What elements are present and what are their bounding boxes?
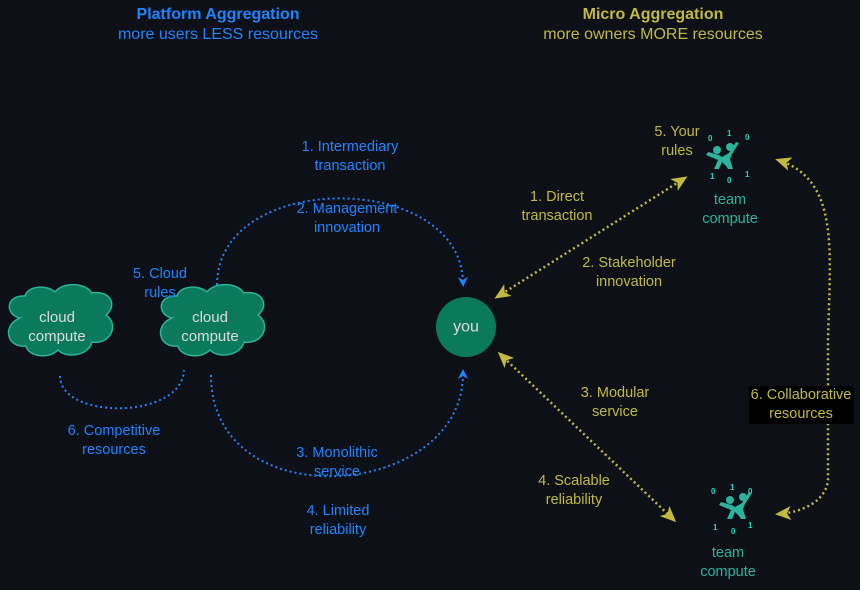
cloud-center-line1: cloud (192, 309, 228, 326)
micro-label-2: 2. Stakeholder innovation (582, 254, 676, 292)
platform-label-3: 3. Monolithic service (296, 444, 377, 482)
label-line: 6. Collaborative (750, 387, 852, 403)
label-line: 2. Stakeholder (582, 255, 676, 271)
team-bottom-line1: team (711, 545, 745, 561)
edge-you-to-team-bottom (497, 351, 677, 523)
micro-label-5: 5. Your rules (654, 123, 699, 161)
you-node[interactable] (436, 297, 496, 357)
bit: 0 (727, 176, 732, 185)
platform-label-1: 1. Intermediary transaction (302, 138, 399, 176)
edge-team-collaborative (775, 157, 832, 521)
label-line: resources (769, 406, 833, 422)
cloud-center-line2: compute (181, 328, 239, 345)
cloud-left-line1: cloud (39, 309, 75, 326)
platform-label-5: 5. Cloud rules (133, 265, 187, 303)
edge-cloud-to-you-top (216, 197, 468, 287)
bit: 1 (730, 483, 735, 492)
bit: 0 (748, 487, 753, 496)
label-line: service (314, 464, 360, 480)
you-label: you (453, 318, 479, 336)
label-line: innovation (313, 220, 381, 236)
bit: 1 (713, 523, 718, 532)
label-line: 5. Your (654, 124, 700, 140)
label-line: transaction (521, 208, 593, 224)
label-line: innovation (595, 274, 663, 290)
micro-label-4: 4. Scalable reliability (538, 472, 610, 510)
label-line: service (592, 404, 638, 420)
bit: 1 (748, 521, 753, 530)
micro-label-6: 6. Collaborative resources (748, 386, 854, 424)
label-line: 1. Intermediary (301, 139, 399, 155)
bit: 1 (710, 172, 715, 181)
bit: 0 (708, 134, 713, 143)
platform-label-6: 6. Competitive resources (68, 422, 161, 460)
platform-label-2: 2. Management innovation (297, 200, 398, 238)
micro-label-3: 3. Modular service (581, 384, 650, 422)
label-line: reliability (545, 492, 603, 508)
team-top-label[interactable]: team compute (702, 191, 758, 229)
label-line: reliability (309, 522, 367, 538)
bit: 0 (731, 527, 736, 536)
cloud-compute-center-label: cloud compute (181, 308, 239, 346)
cloud-left-line2: compute (28, 328, 86, 345)
team-top-line1: team (713, 192, 747, 208)
label-line: 3. Monolithic (296, 445, 378, 461)
cloud-compute-left[interactable] (7, 283, 114, 357)
label-line: transaction (314, 158, 386, 174)
platform-label-4: 4. Limited reliability (307, 502, 370, 540)
label-line: 2. Management (296, 201, 398, 217)
platform-subtitle: more users LESS resources (117, 26, 319, 43)
micro-title: Micro Aggregation (582, 6, 724, 23)
team-bottom-label[interactable]: team compute (700, 544, 756, 582)
team-top-line2: compute (702, 211, 758, 227)
bit: 1 (745, 170, 750, 179)
label-line: resources (82, 442, 146, 458)
bit: 1 (727, 129, 732, 138)
label-line: 4. Limited (306, 503, 370, 519)
cloud-compute-left-label: cloud compute (28, 308, 86, 346)
team-bottom-line2: compute (700, 564, 756, 580)
label-line: 6. Competitive (67, 423, 161, 439)
label-line: 4. Scalable (538, 473, 610, 489)
label-line: 3. Modular (580, 385, 650, 401)
bit: 0 (711, 487, 716, 496)
edge-you-to-team-top (494, 176, 688, 299)
cloud-compute-center[interactable] (159, 283, 266, 357)
label-line: rules (661, 143, 693, 159)
bit: 0 (745, 133, 750, 142)
platform-title: Platform Aggregation (136, 6, 300, 23)
label-line: 5. Cloud (132, 266, 188, 282)
edge-cloud-competitive (59, 369, 185, 410)
team-people-icon (719, 492, 752, 519)
team-people-icon (706, 142, 739, 169)
micro-subtitle: more owners MORE resources (543, 26, 763, 43)
label-line: 1. Direct (530, 189, 584, 205)
label-line: rules (144, 285, 176, 301)
micro-label-1: 1. Direct transaction (522, 188, 593, 226)
